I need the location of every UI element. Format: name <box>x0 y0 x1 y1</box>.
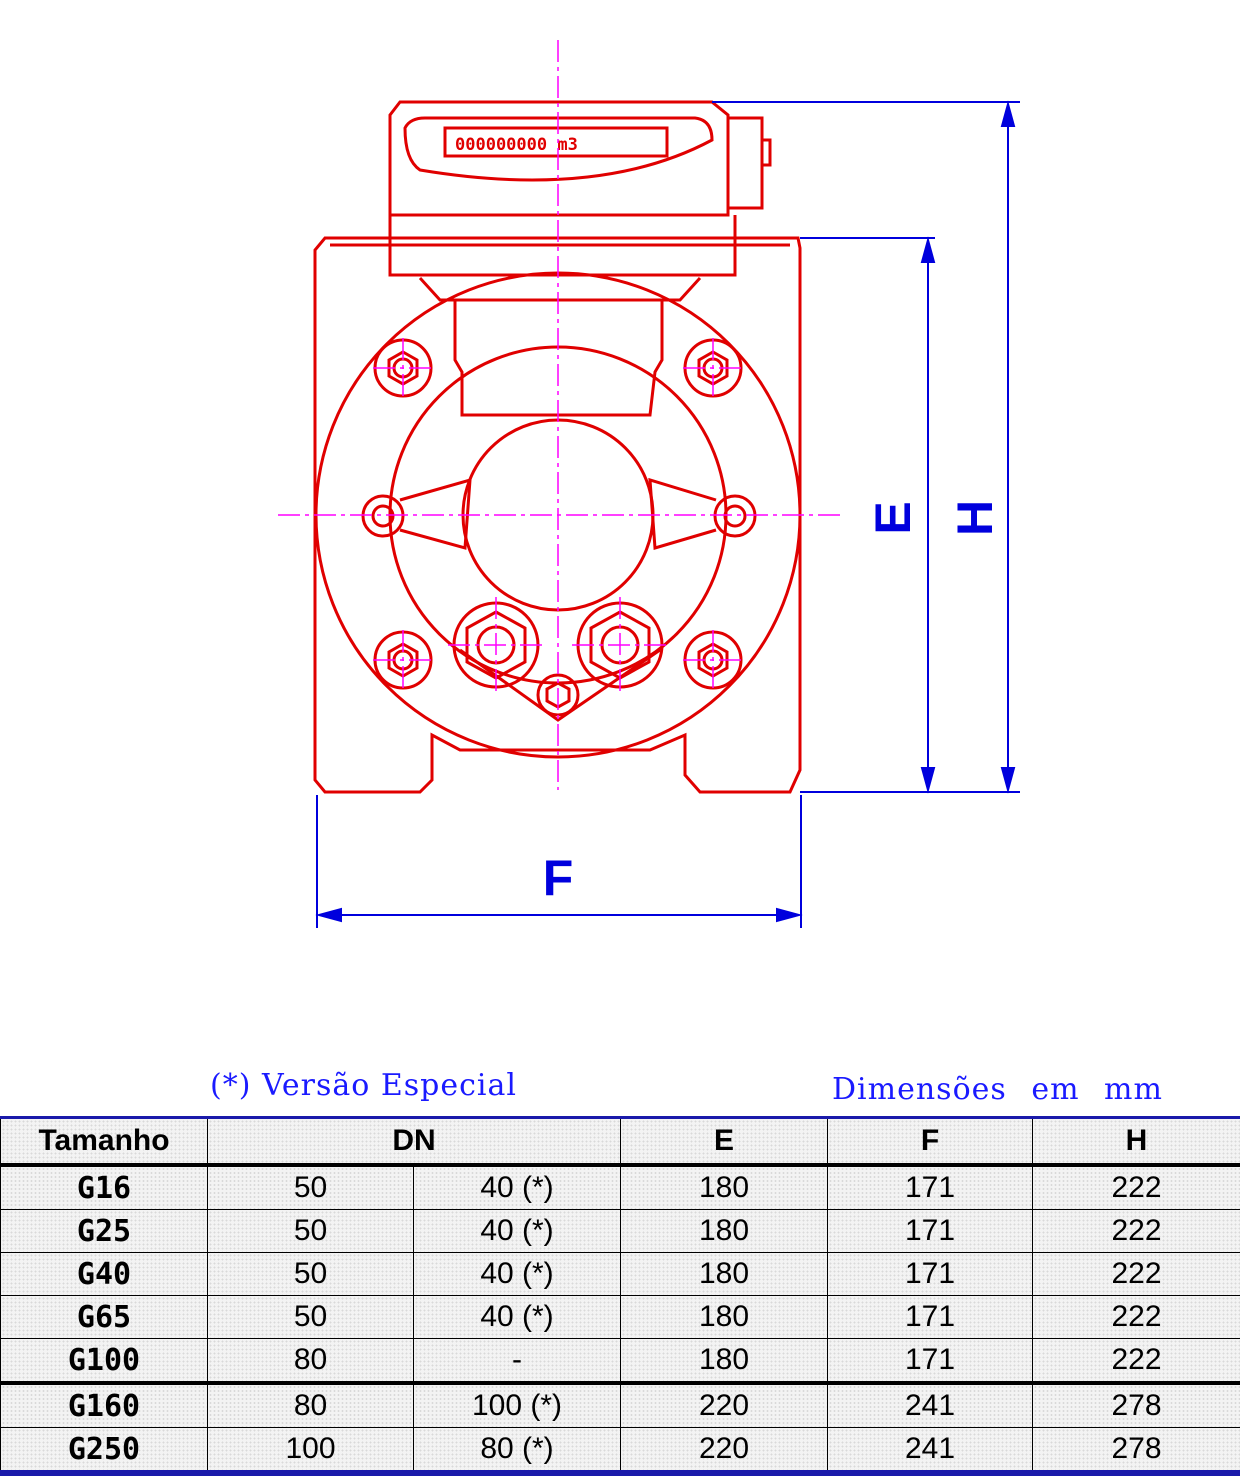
table-row: G25 50 40 (*) 180 171 222 <box>0 1209 1240 1253</box>
dimension-lines <box>315 100 1020 928</box>
cell-e: 180 <box>620 1252 828 1296</box>
cell-h: 278 <box>1032 1381 1240 1428</box>
cell-dn1: 50 <box>207 1209 414 1253</box>
bolt-holes <box>361 338 757 717</box>
cell-h: 222 <box>1032 1252 1240 1296</box>
cell-dn2: 40 (*) <box>413 1295 621 1339</box>
cell-size: G160 <box>0 1381 208 1428</box>
cell-dn2: 40 (*) <box>413 1163 621 1210</box>
cell-e: 220 <box>620 1381 828 1428</box>
cell-f: 171 <box>827 1209 1033 1253</box>
header-size: Tamanho <box>0 1117 208 1166</box>
cell-dn1: 50 <box>207 1163 414 1210</box>
cell-size: G40 <box>0 1252 208 1296</box>
header-h: H <box>1032 1117 1240 1166</box>
cell-dn2: 80 (*) <box>413 1427 621 1474</box>
cell-dn1: 80 <box>207 1338 414 1384</box>
cell-h: 222 <box>1032 1163 1240 1210</box>
center-lines <box>278 40 845 790</box>
cell-e: 180 <box>620 1338 828 1384</box>
table-row: G65 50 40 (*) 180 171 222 <box>0 1295 1240 1339</box>
special-version-note: (*) Versão Especial <box>210 1068 517 1103</box>
cell-f: 241 <box>827 1381 1033 1428</box>
table-row: G40 50 40 (*) 180 171 222 <box>0 1252 1240 1296</box>
table-row: G160 80 100 (*) 220 241 278 <box>0 1381 1240 1428</box>
counter-readout: 000000000 m3 <box>455 135 578 155</box>
gas-meter-drawing: 000000000 m3 <box>278 40 1020 928</box>
register-head <box>388 100 772 277</box>
cell-f: 241 <box>827 1427 1033 1474</box>
header-dn: DN <box>207 1117 621 1166</box>
cell-dn1: 50 <box>207 1252 414 1296</box>
cell-dn2: 100 (*) <box>413 1381 621 1428</box>
cell-dn2: 40 (*) <box>413 1209 621 1253</box>
cell-e: 180 <box>620 1163 828 1210</box>
cell-f: 171 <box>827 1252 1033 1296</box>
dim-label-e: E <box>865 501 921 534</box>
cell-f: 171 <box>827 1163 1033 1210</box>
cell-size: G16 <box>0 1163 208 1210</box>
bolt-mid-left <box>361 494 405 538</box>
cell-h: 278 <box>1032 1427 1240 1474</box>
units-note: Dimensões em mm <box>832 1072 1163 1107</box>
cell-size: G250 <box>0 1427 208 1474</box>
header-e: E <box>620 1117 828 1166</box>
dimensions-table: Tamanho DN E F H G16 50 40 (*) 180 171 2… <box>0 1116 1240 1476</box>
header-f: F <box>827 1117 1033 1166</box>
cell-e: 180 <box>620 1295 828 1339</box>
cell-dn1: 50 <box>207 1295 414 1339</box>
cell-dn2: - <box>413 1338 621 1384</box>
dim-label-h: H <box>947 500 1003 536</box>
table-row: G250 100 80 (*) 220 241 278 <box>0 1427 1240 1474</box>
cell-h: 222 <box>1032 1209 1240 1253</box>
cell-dn2: 40 (*) <box>413 1252 621 1296</box>
cell-e: 220 <box>620 1427 828 1474</box>
table-row: G16 50 40 (*) 180 171 222 <box>0 1163 1240 1210</box>
cell-size: G65 <box>0 1295 208 1339</box>
table-header-row: Tamanho DN E F H <box>0 1117 1240 1166</box>
cell-size: G25 <box>0 1209 208 1253</box>
cell-f: 171 <box>827 1295 1033 1339</box>
table-row: G100 80 - 180 171 222 <box>0 1338 1240 1384</box>
cell-f: 171 <box>827 1338 1033 1384</box>
cell-dn1: 100 <box>207 1427 414 1474</box>
cell-dn1: 80 <box>207 1381 414 1428</box>
bolt-mid-right <box>713 494 757 538</box>
cell-size: G100 <box>0 1338 208 1384</box>
dim-label-f: F <box>543 850 574 906</box>
cell-e: 180 <box>620 1209 828 1253</box>
cell-h: 222 <box>1032 1338 1240 1384</box>
cell-h: 222 <box>1032 1295 1240 1339</box>
